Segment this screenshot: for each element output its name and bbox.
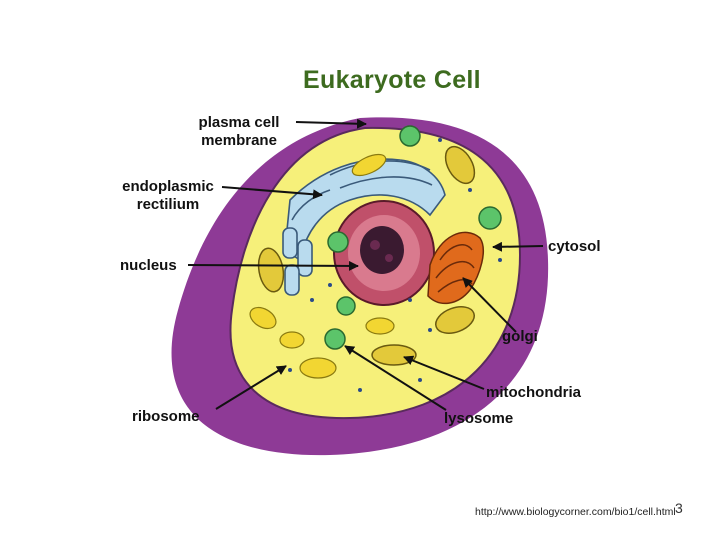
- pointer-nucleus: [187, 260, 359, 271]
- mitochondria-group: [257, 145, 476, 366]
- pointer-golgi: [462, 277, 517, 333]
- label-golgi: golgi: [502, 328, 538, 345]
- pointer-mitochondria: [403, 355, 485, 390]
- pointer-plasma-membrane: [295, 118, 367, 129]
- label-er-line2: rectilium: [136, 196, 200, 213]
- endoplasmic-reticulum: [282, 158, 446, 296]
- label-er: endoplasmic rectilium: [114, 178, 222, 214]
- lysosomes: [324, 125, 502, 350]
- label-plasma-membrane-line1: plasma cell: [198, 114, 280, 131]
- ribosomes: [288, 138, 502, 392]
- vesicles: [249, 153, 395, 379]
- nucleus: [333, 200, 435, 306]
- label-ribosome: ribosome: [132, 408, 200, 425]
- label-lysosome: lysosome: [444, 410, 514, 427]
- source-url[interactable]: http://www.biologycorner.com/bio1/cell.h…: [475, 506, 676, 518]
- label-nucleus: nucleus: [120, 257, 177, 274]
- slide-title: Eukaryote Cell: [303, 66, 481, 94]
- pointer-er: [221, 186, 323, 200]
- label-plasma-membrane-line2: membrane: [201, 132, 277, 149]
- label-mitochondria: mitochondria: [486, 384, 582, 401]
- label-cytosol: cytosol: [548, 238, 601, 255]
- page-number: 3: [675, 500, 683, 516]
- label-plasma-membrane: plasma cell membrane: [192, 114, 286, 150]
- pointer-ribosome: [215, 365, 287, 410]
- pointer-cytosol: [492, 241, 544, 252]
- label-er-line1: endoplasmic: [122, 178, 214, 195]
- pointer-lysosome: [344, 345, 447, 411]
